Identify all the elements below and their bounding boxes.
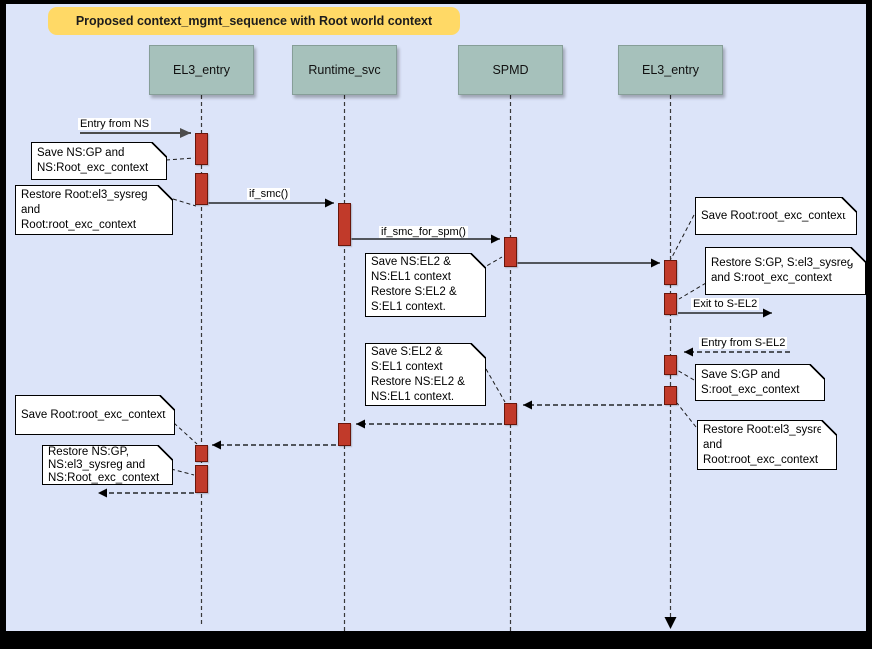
diagram-canvas: [6, 4, 866, 631]
message-entry-from-s-el2-label: Entry from S-EL2: [699, 337, 788, 349]
note-connector-restore-ns-gp: [170, 468, 195, 476]
activation-el3-left-1: [195, 133, 208, 165]
note-text: Save Root:root_exc_context: [21, 408, 166, 421]
note-restore-ns-gp: Restore NS:GP, NS:el3_sysreg and NS:Root…: [42, 445, 173, 485]
lifeline-header-runtime-svc: Runtime_svc: [292, 45, 397, 95]
lifeline-header-spmd: SPMD: [458, 45, 563, 95]
lifeline-header-el3-entry-left: EL3_entry: [149, 45, 254, 95]
note-text: Save NS:EL2 & NS:EL1 context Restore S:E…: [371, 256, 457, 313]
note-fold-icon: [841, 197, 857, 213]
note-text: Restore NS:GP, NS:el3_sysreg and NS:Root…: [48, 445, 160, 484]
note-text: Restore S:GP, S:el3_sysreg and S:root_ex…: [711, 257, 854, 284]
note-save-root-right: Save Root:root_exc_context: [695, 197, 857, 235]
note-connector-save-ns-el2: [468, 256, 503, 277]
message-if-smc-for-spm-label: if_smc_for_spm(): [379, 226, 468, 238]
note-text: Restore Root:el3_sysreg and Root:root_ex…: [21, 188, 148, 231]
note-restore-s-gp: Restore S:GP, S:el3_sysreg and S:root_ex…: [705, 247, 866, 295]
activation-el3-left-4: [195, 465, 208, 493]
note-connector-save-root-right: [670, 214, 695, 260]
note-save-root-left: Save Root:root_exc_context: [15, 395, 175, 435]
activation-el3-right-4: [664, 386, 677, 405]
note-fold-icon: [151, 142, 167, 158]
note-text: Save Root:root_exc_context: [701, 209, 846, 222]
note-fold-icon: [809, 364, 825, 380]
note-text: Save NS:GP and NS:Root_exc_context: [37, 147, 149, 174]
diagram-title: Proposed context_mgmt_sequence with Root…: [48, 7, 460, 35]
note-fold-icon: [470, 343, 486, 359]
activation-runtime-svc-1: [338, 203, 351, 246]
note-save-s-gp: Save S:GP and S:root_exc_context: [695, 364, 825, 401]
note-fold-icon: [157, 185, 173, 201]
note-connector-restore-root-left: [172, 198, 197, 207]
note-save-ns-gp: Save NS:GP and NS:Root_exc_context: [31, 142, 167, 180]
note-restore-root-right: Restore Root:el3_sysreg and Root:root_ex…: [697, 420, 837, 470]
activation-el3-right-3: [664, 355, 677, 375]
activation-el3-left-2: [195, 173, 208, 205]
note-connector-save-root-left: [173, 422, 198, 445]
note-fold-icon: [821, 420, 837, 436]
activation-el3-right-1: [664, 260, 677, 285]
message-if-smc-label: if_smc(): [247, 188, 291, 200]
note-fold-icon: [159, 395, 175, 411]
note-connector-restore-s-gp: [678, 282, 707, 300]
note-restore-root-left: Restore Root:el3_sysreg and Root:root_ex…: [15, 185, 173, 235]
note-connector-restore-root-right: [676, 402, 697, 428]
note-text: Save S:GP and S:root_exc_context: [701, 368, 800, 396]
activation-runtime-svc-2: [338, 423, 351, 446]
note-fold-icon: [470, 253, 486, 269]
activation-spmd-2: [504, 403, 517, 425]
note-save-s-el2: Save S:EL2 & S:EL1 context Restore NS:EL…: [365, 343, 486, 406]
note-connector-save-s-el2: [485, 368, 506, 403]
note-fold-icon: [157, 445, 173, 461]
activation-spmd-1: [504, 237, 517, 267]
note-connector-save-ns-gp: [165, 157, 195, 161]
lifeline-header-el3-entry-right: EL3_entry: [618, 45, 723, 95]
activation-el3-right-2: [664, 293, 677, 315]
note-text: Restore Root:el3_sysreg and Root:root_ex…: [703, 423, 830, 466]
message-entry-from-ns-label: Entry from NS: [78, 118, 152, 130]
message-exit-to-s-el2-label: Exit to S-EL2: [691, 298, 760, 310]
note-text: Save S:EL2 & S:EL1 context Restore NS:EL…: [371, 345, 465, 403]
lifeline-end-arrowhead-icon: [664, 617, 677, 629]
activation-el3-left-3: [195, 445, 208, 462]
note-save-ns-el2: Save NS:EL2 & NS:EL1 context Restore S:E…: [365, 253, 486, 317]
note-fold-icon: [850, 247, 866, 263]
note-connector-save-s-gp: [676, 369, 695, 381]
